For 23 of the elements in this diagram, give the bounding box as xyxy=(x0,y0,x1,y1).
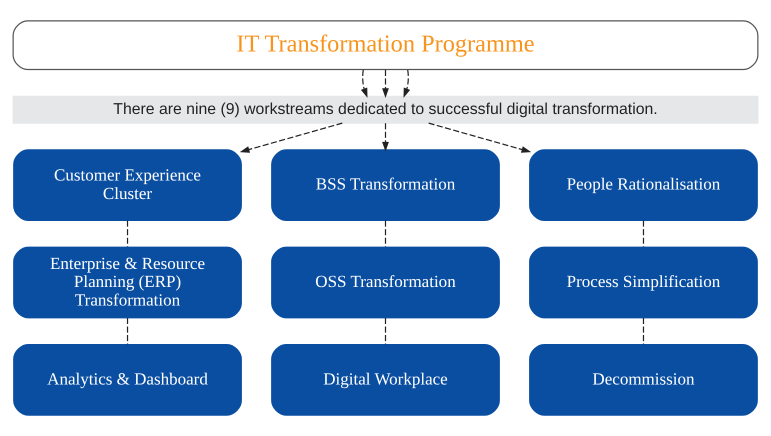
connector xyxy=(642,220,644,248)
connector xyxy=(384,318,386,344)
node-box: Customer Experience Cluster xyxy=(13,149,242,222)
node-box: BSS Transformation xyxy=(271,149,500,222)
connector xyxy=(642,318,644,344)
node-box: Analytics & Dashboard xyxy=(13,344,242,416)
node-box: There are nine (9) workstreams dedicated to successful digital transformation. xyxy=(12,96,758,124)
arrow xyxy=(404,70,410,98)
node-box: People Rationalisation xyxy=(529,149,758,222)
arrow xyxy=(428,122,532,153)
arrow xyxy=(360,70,368,98)
node-box: IT Transformation Programme xyxy=(12,20,758,70)
node-box: Digital Workplace xyxy=(271,344,500,416)
connector xyxy=(126,318,128,344)
node-box: Enterprise & Resource Planning (ERP) Transformation xyxy=(13,246,242,318)
connector xyxy=(126,220,128,248)
node-box: OSS Transformation xyxy=(271,246,500,318)
node-box: Process Simplification xyxy=(529,246,758,318)
connector xyxy=(384,220,386,248)
node-box: Decommission xyxy=(529,344,758,416)
arrow xyxy=(382,70,389,98)
arrow xyxy=(382,123,389,152)
arrow xyxy=(240,122,342,153)
